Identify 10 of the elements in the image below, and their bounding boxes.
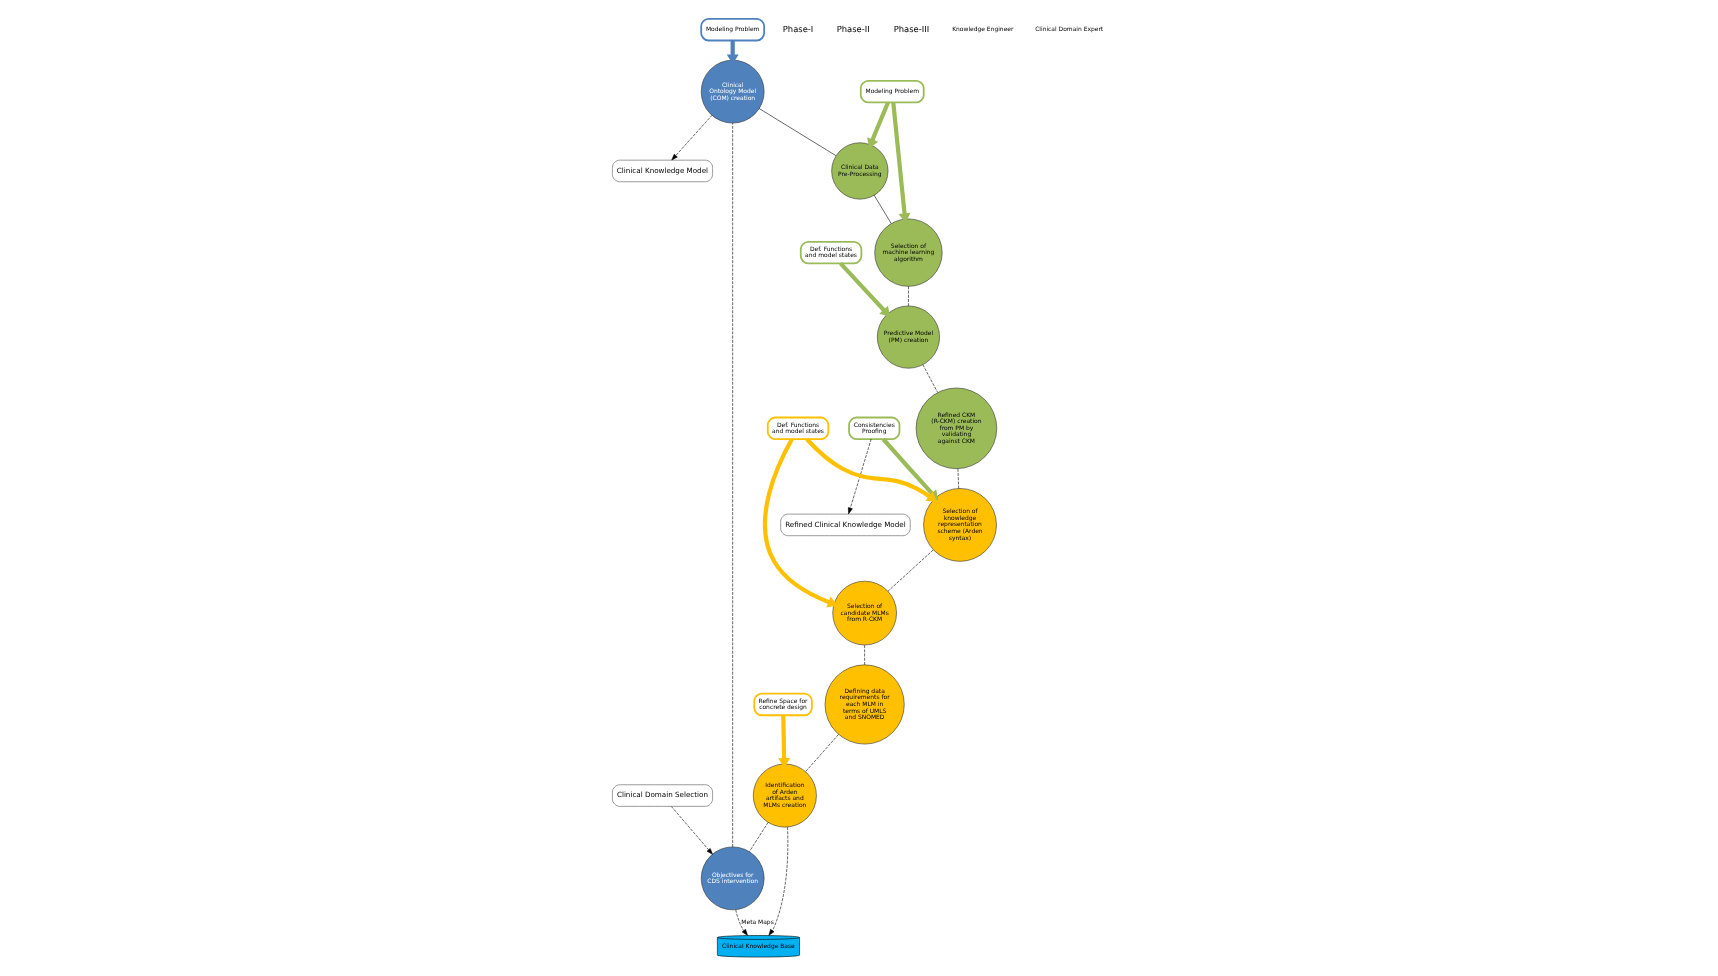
arrow bbox=[670, 806, 712, 855]
arrow bbox=[838, 262, 890, 317]
arrow bbox=[777, 715, 790, 768]
arrow bbox=[847, 438, 871, 515]
arrow bbox=[734, 909, 747, 936]
arrow bbox=[761, 438, 837, 608]
arrow bbox=[866, 101, 889, 149]
arrow bbox=[670, 114, 712, 161]
arrow bbox=[767, 826, 788, 936]
arrow bbox=[890, 102, 910, 224]
